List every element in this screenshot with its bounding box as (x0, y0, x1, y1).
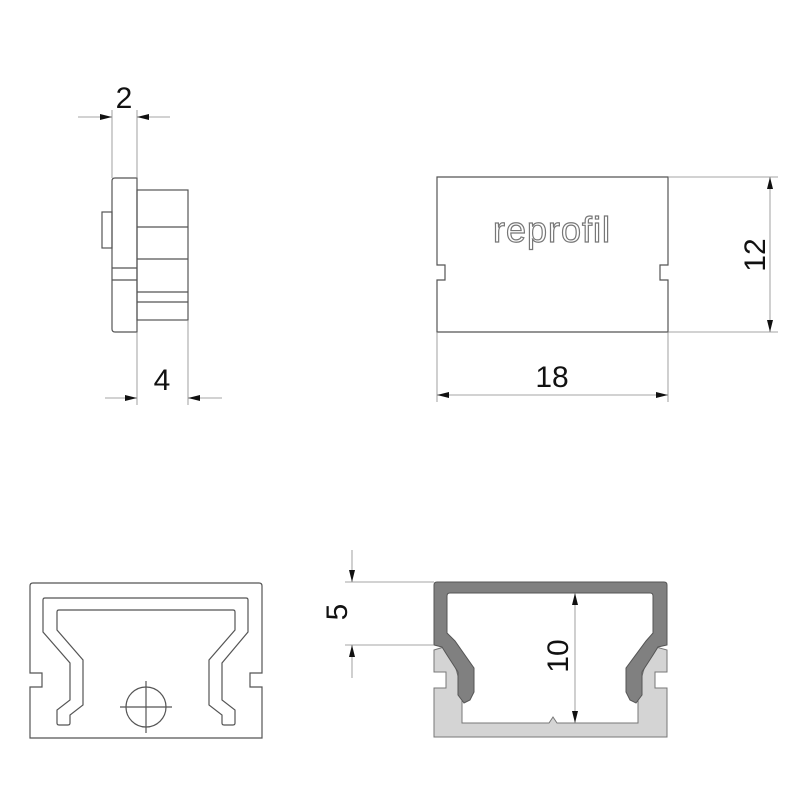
dim-label-cap-height: 5 (321, 604, 354, 621)
dimension-plate-thickness (78, 110, 170, 178)
dimension-width (436, 332, 669, 402)
dim-label-inner-height: 10 (542, 639, 575, 672)
dim-label-plate-thickness: 2 (116, 82, 133, 115)
side-view (101, 177, 189, 333)
dim-label-width: 18 (535, 361, 568, 394)
dimension-cap-height (345, 550, 434, 678)
front-view (436, 176, 669, 333)
dimension-body-depth (105, 320, 222, 405)
rear-view (29, 582, 263, 739)
profile-section (433, 646, 668, 738)
dimension-height (668, 176, 778, 333)
brand-logo: reprofil (493, 209, 611, 250)
dim-label-body-depth: 4 (154, 364, 171, 397)
dim-label-height: 12 (739, 238, 772, 271)
